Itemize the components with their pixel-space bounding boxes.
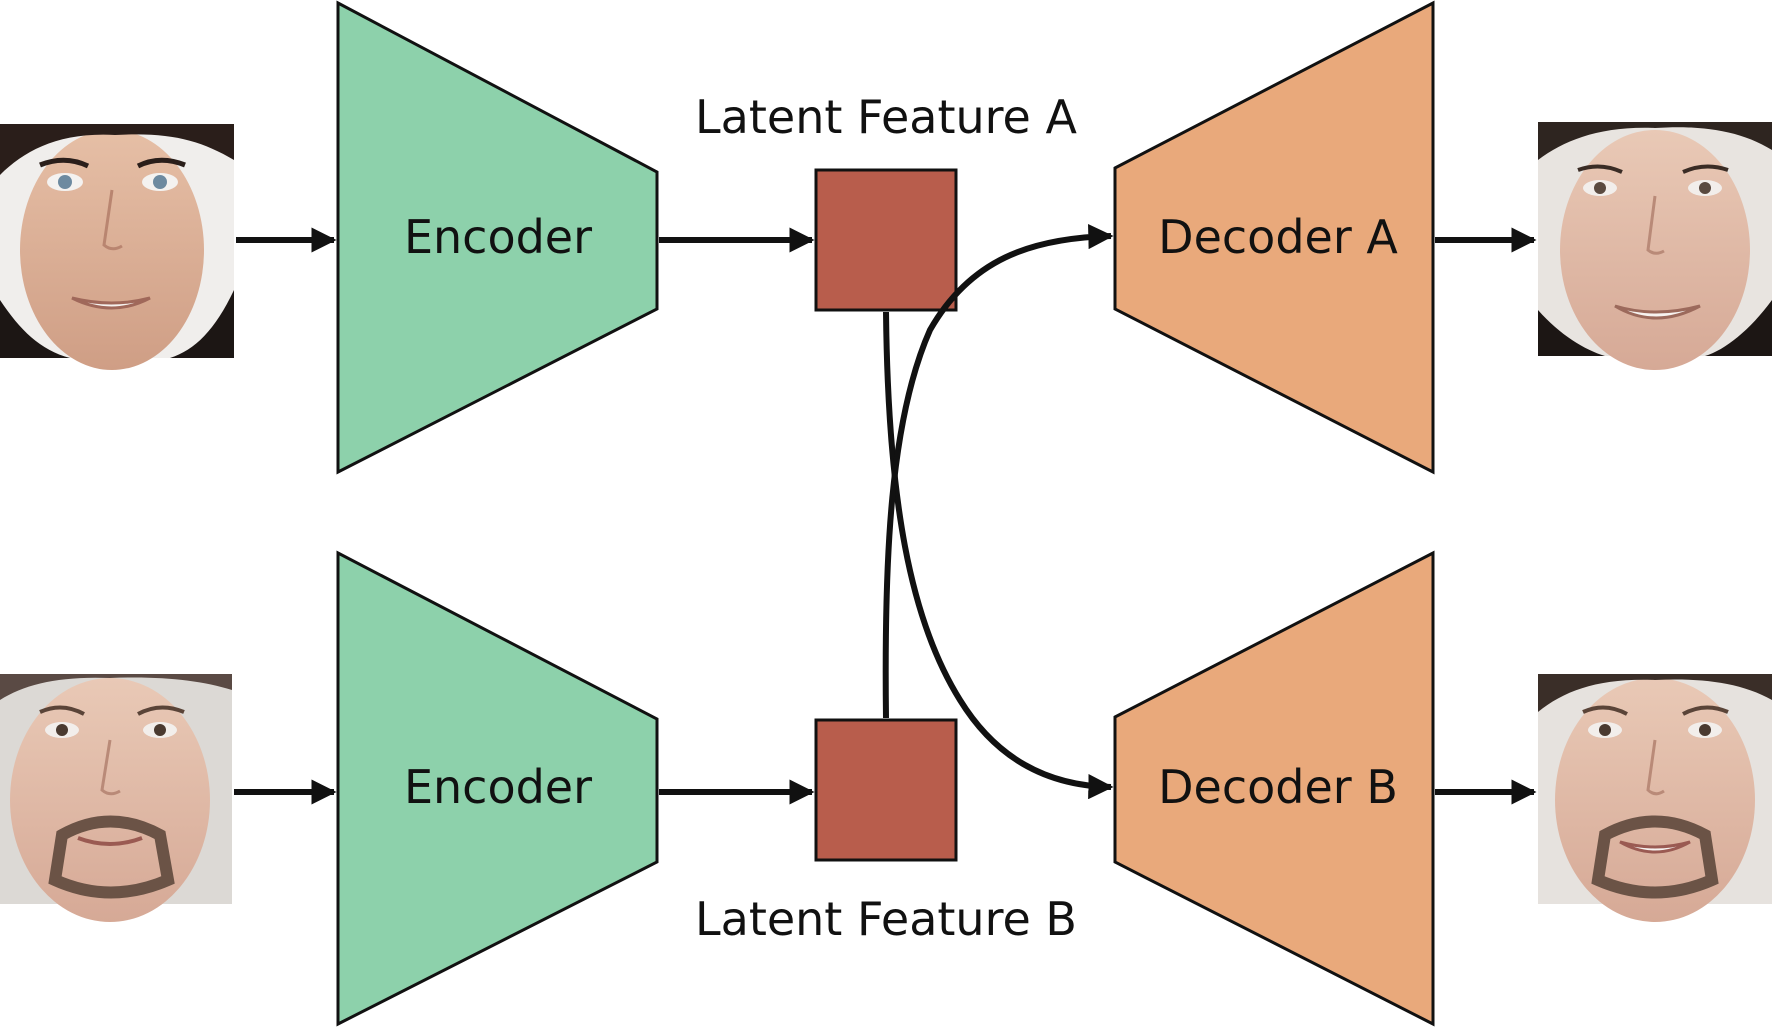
decoder-a: Decoder A — [1113, 0, 1435, 475]
latent-feature-b — [814, 718, 958, 862]
encoder-bottom: Encoder — [336, 550, 659, 1027]
output-face-a — [1538, 122, 1772, 370]
latent-feature-a-label: Latent Feature A — [695, 90, 1077, 144]
encoder-bottom-label: Encoder — [404, 760, 592, 814]
latent-feature-b-label: Latent Feature B — [695, 892, 1077, 946]
latent-feature-a — [814, 168, 958, 312]
encoder-top-label: Encoder — [404, 210, 592, 264]
encoder-top: Encoder — [336, 0, 659, 475]
arrow-latent-b-to-decoder-a — [882, 223, 1114, 719]
arrows — [234, 223, 1537, 805]
output-face-b — [1538, 674, 1772, 922]
decoder-b: Decoder B — [1113, 550, 1435, 1027]
arrow-latent-a-to-decoder-b — [883, 311, 1114, 800]
decoder-a-label: Decoder A — [1158, 210, 1398, 264]
input-face-a — [0, 124, 234, 370]
input-face-b — [0, 674, 232, 922]
decoder-b-label: Decoder B — [1158, 760, 1398, 814]
